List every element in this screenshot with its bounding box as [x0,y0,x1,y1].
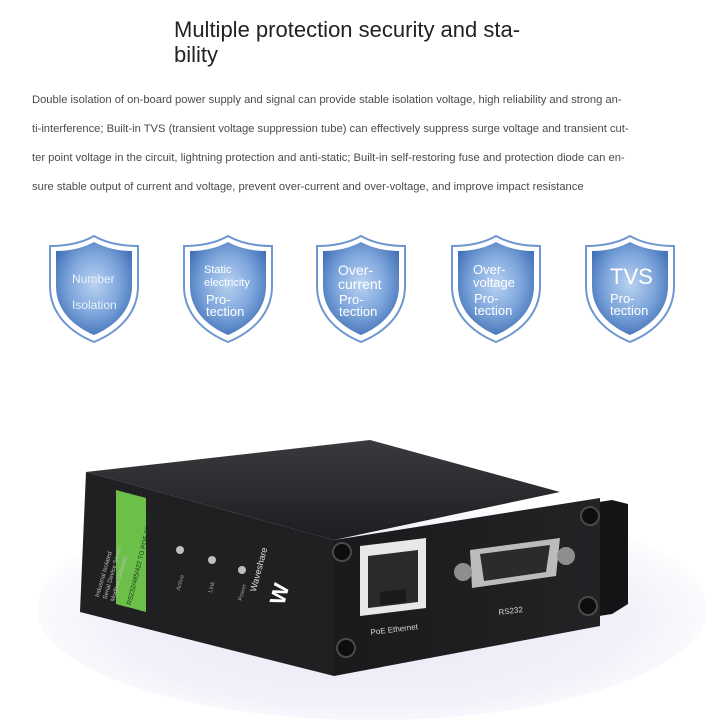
shield-label: TVS [610,264,653,289]
shield-icon-overcurrent: Over- current Pro- tection [313,234,409,344]
description-text: Double isolation of on-board power suppl… [32,86,686,202]
shield-label: voltage [473,275,515,290]
shield-label: Isolation [72,298,117,312]
product-image: W Waveshare RS232/485/422 TO POE ETH (B)… [0,400,720,720]
shield-icon-tvs: TVS Pro- tection [582,234,678,344]
shield-icon [316,234,406,344]
serial-server-device: W [37,440,707,720]
shield-icon [451,234,541,344]
protection-badges: Number Isolation Static electricity Pro-… [0,234,720,346]
shield-label: current [338,276,382,292]
shield-label: Pro- [339,292,364,307]
shield-icon-overvoltage: Over- voltage Pro- tection [448,234,544,344]
shield-label: Pro- [474,291,499,306]
shield-label: tection [206,304,245,319]
page-title: Multiple protection security and sta- bi… [174,17,594,67]
shield-label: tection [339,304,378,319]
description-line: ter point voltage in the circuit, lightn… [32,152,625,164]
shield-label: Over- [338,262,373,278]
shield-label: Pro- [206,292,231,307]
shield-label: tection [610,303,649,318]
shield-label: Number [72,272,115,286]
shield-icon-static: Static electricity Pro- tection [180,234,276,344]
description-line: ti-interference; Built-in TVS (transient… [32,123,629,135]
title-line-1: Multiple protection security and sta- [174,17,521,42]
description-line: Double isolation of on-board power suppl… [32,94,622,106]
title-line-2: bility [174,42,219,67]
shield-label: Static [204,264,232,276]
shield-label: Over- [473,262,506,277]
shield-icon [183,234,273,344]
shield-icon [49,234,139,344]
shield-label: tection [474,303,513,318]
description-line: sure stable output of current and voltag… [32,181,584,193]
shield-label: Pro- [610,291,635,306]
shield-icon [585,234,675,344]
shield-label: electricity [204,277,250,289]
shield-icon-isolation: Number Isolation [46,234,142,344]
